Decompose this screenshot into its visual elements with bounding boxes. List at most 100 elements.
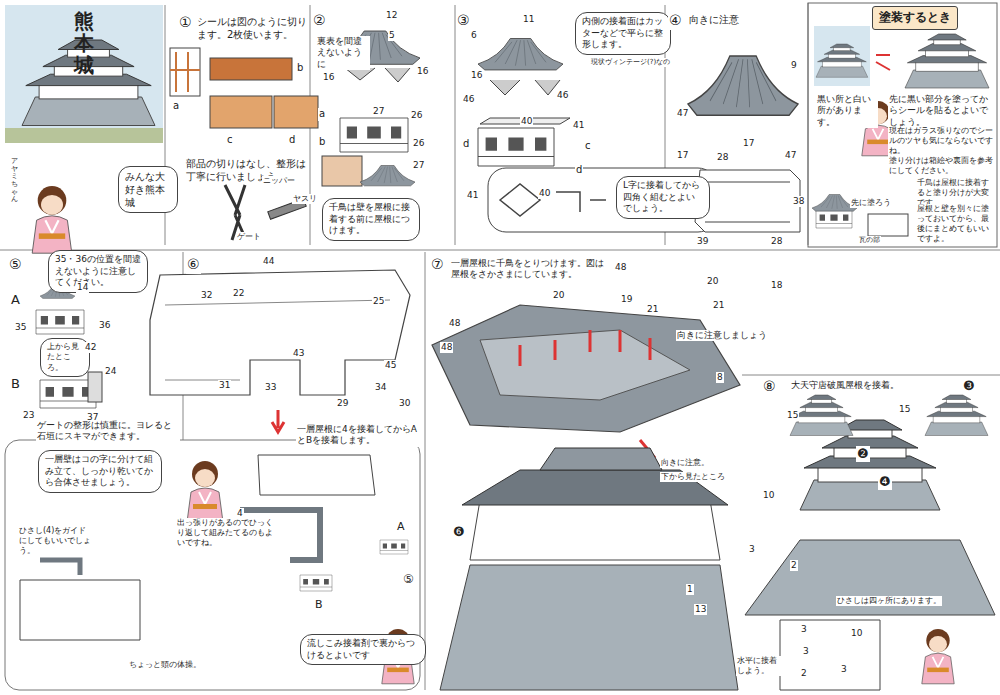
callout-number: ⑤ bbox=[8, 256, 23, 274]
callout-number: 17 bbox=[676, 150, 689, 161]
callout-number: 9 bbox=[790, 60, 798, 71]
callout-number: 16 bbox=[470, 70, 483, 81]
callout-number: d bbox=[288, 134, 296, 147]
callout-number: ❹ bbox=[878, 474, 892, 490]
callout-number: 33 bbox=[264, 382, 277, 393]
callout-number: 16 bbox=[322, 72, 335, 83]
note-text: 先に塗ろう bbox=[850, 198, 892, 208]
callout-number: 35 bbox=[14, 322, 27, 333]
callout-number: 40 bbox=[520, 116, 533, 127]
callout-number: 46 bbox=[462, 94, 475, 105]
callout-number: 40 bbox=[538, 188, 551, 199]
callout-number: 38 bbox=[792, 196, 805, 207]
callout-number: 27 bbox=[372, 106, 385, 117]
callout-number: 13 bbox=[694, 604, 707, 615]
callout-number: ⑦ bbox=[430, 256, 445, 274]
callout-number: ② bbox=[312, 12, 327, 30]
callout-number: 31 bbox=[218, 380, 231, 391]
callout-number: 1 bbox=[686, 584, 694, 595]
note-text: 35・36の位置を間違えないように注意してください。 bbox=[55, 254, 141, 289]
callout-number: 20 bbox=[552, 290, 565, 301]
heading-box: 塗装するとき bbox=[872, 6, 958, 30]
callout-number: 34 bbox=[374, 382, 387, 393]
callout-number: b bbox=[296, 62, 304, 75]
note-text: 流しこみ接着剤で裏からつけるとよいです bbox=[307, 638, 419, 661]
callout-number: 10 bbox=[850, 628, 863, 639]
callout-number: 41 bbox=[466, 190, 479, 201]
note-text: ゲート bbox=[236, 232, 262, 242]
callout-number: 3 bbox=[748, 544, 756, 555]
callout-number: A bbox=[10, 292, 21, 308]
callout-number: 15 bbox=[898, 404, 911, 415]
callout-number: A bbox=[396, 520, 406, 534]
callout-number: 48 bbox=[614, 262, 627, 273]
note-text: ヤスリ bbox=[292, 194, 318, 204]
speech-bubble: 一層壁はコの字に分けて組み立て、しっかり乾いてから合体させましょう。 bbox=[38, 450, 162, 493]
callout-number: d bbox=[462, 138, 470, 151]
note-text: L字に接着してから四角く組むとよいでしょう。 bbox=[623, 180, 703, 215]
callout-number: 28 bbox=[770, 236, 783, 247]
note-text: アヤミちゃん bbox=[10, 158, 19, 204]
note-text: 瓦の部 bbox=[858, 236, 881, 245]
note-text: 大天守唐破風屋根を接着。 bbox=[790, 380, 900, 391]
note-text: ひさしは四ヶ所にあります。 bbox=[836, 596, 942, 606]
callout-number: 3 bbox=[802, 646, 810, 657]
speech-bubble: 35・36の位置を間違えないように注意してください。 bbox=[48, 250, 148, 293]
callout-number: 32 bbox=[200, 290, 213, 301]
note-text: 下から見たところ bbox=[660, 472, 726, 482]
callout-number: d bbox=[575, 164, 583, 177]
callout-number: b bbox=[318, 136, 326, 149]
callout-number: 26 bbox=[410, 110, 423, 121]
callout-number: 3 bbox=[800, 624, 808, 635]
note-text: みんな大好き熊本城 bbox=[125, 170, 171, 209]
callout-number: 48 bbox=[448, 318, 461, 329]
note-text: ニッパー bbox=[262, 176, 296, 186]
speech-bubble: 千鳥は壁を屋根に接着する前に屋根につけます。 bbox=[322, 198, 420, 241]
callout-number: 47 bbox=[784, 150, 797, 161]
speech-bubble: L字に接着してから四角く組むとよいでしょう。 bbox=[616, 176, 710, 219]
callout-number: B bbox=[314, 598, 324, 612]
note-text: 出っ張りがあるのでひっくり返して組みたてるのもよいですね。 bbox=[176, 518, 276, 548]
note-text: 内側の接着面はカッターなどで平らに整形します。 bbox=[582, 16, 664, 51]
note-text: 向きに注意しましょう bbox=[676, 330, 768, 341]
callout-number: 21 bbox=[646, 304, 659, 315]
speech-bubble: 上から見たところ。 bbox=[40, 338, 90, 377]
callout-number: 18 bbox=[770, 280, 783, 291]
note-text: 一層壁はコの字に分けて組み立て、しっかり乾いてから合体させましょう。 bbox=[45, 454, 155, 489]
callout-number: c bbox=[584, 140, 592, 153]
callout-number: 47 bbox=[676, 108, 689, 119]
callout-number: 39 bbox=[696, 236, 709, 247]
speech-bubble: みんな大好き熊本城 bbox=[118, 166, 178, 213]
title: 熊本城 bbox=[74, 10, 94, 76]
callout-number: 15 bbox=[786, 410, 799, 421]
note-text: 向きに注意。 bbox=[660, 458, 710, 468]
callout-number: 3 bbox=[840, 664, 848, 675]
callout-number: 8 bbox=[716, 372, 724, 383]
callout-number: 36 bbox=[98, 320, 111, 331]
callout-number: 30 bbox=[398, 398, 411, 409]
callout-number: 42 bbox=[84, 342, 97, 353]
callout-number: 25 bbox=[372, 296, 385, 307]
note-text: 上から見たところ。 bbox=[47, 342, 83, 373]
note-text: ちょっと頭の体操。 bbox=[128, 660, 202, 670]
callout-number: 22 bbox=[232, 288, 245, 299]
note-text: 現在はガラス張りなのでシールのツヤも気にならないですね。 bbox=[888, 126, 996, 156]
note-text: 裏表を間違えないように bbox=[316, 36, 370, 70]
callout-number: 26 bbox=[412, 138, 425, 149]
callout-number: ❷ bbox=[856, 446, 870, 462]
callout-number: 43 bbox=[292, 348, 305, 359]
callout-number: ③ bbox=[456, 12, 471, 30]
note-text: 塗装するとき bbox=[879, 10, 951, 26]
callout-number: 5 bbox=[388, 30, 396, 41]
speech-bubble: 流しこみ接着剤で裏からつけるとよいです bbox=[300, 634, 426, 665]
callout-number: ⑥ bbox=[186, 256, 201, 274]
callout-number: B bbox=[10, 376, 21, 392]
callout-number: 14 bbox=[76, 282, 89, 293]
callout-number: 10 bbox=[762, 490, 775, 501]
note-text: ひさし(4)をガイドにしてもいいでしょう。 bbox=[18, 526, 92, 556]
callout-number: 2 bbox=[790, 560, 798, 571]
note-text: 現状ヴィンテージ(?)なの bbox=[590, 58, 671, 67]
callout-number: ❻ bbox=[452, 524, 466, 540]
note-text: 先に黒い部分を塗ってからシールを貼るとよいでしょう。 bbox=[888, 94, 996, 128]
note-text: 塗り分けは箱絵や裏面を参考にしてください。 bbox=[888, 156, 996, 176]
